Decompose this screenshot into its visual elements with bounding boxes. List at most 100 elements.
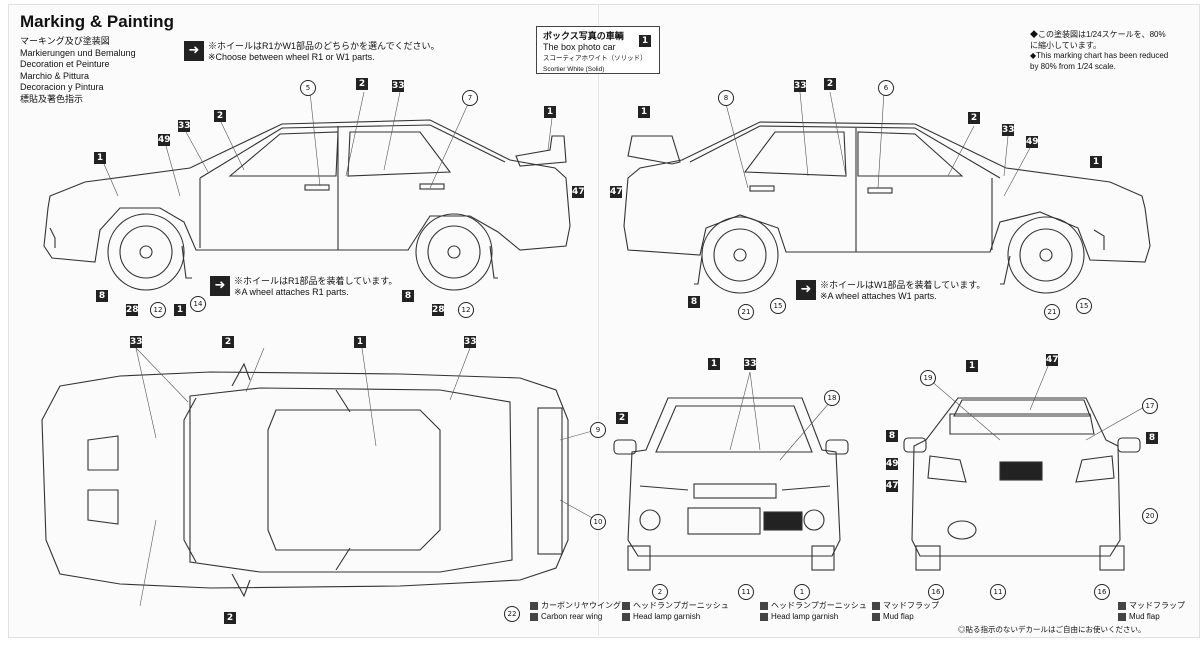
legend-mudflap: マッドフラップ Mud flap <box>872 600 939 622</box>
part-box: 1 <box>354 336 366 348</box>
arrow-icon: ➜ <box>184 41 204 61</box>
subtitle-es: Decoracion y Pintura <box>20 82 104 92</box>
part-box: 49 <box>158 134 171 146</box>
page-title: Marking & Painting <box>20 12 174 31</box>
mudflap2-en: Mud flap <box>1129 612 1160 621</box>
part-box: 33 <box>178 120 191 132</box>
part-circle: 10 <box>590 514 606 530</box>
part-box: 47 <box>886 480 899 492</box>
part-circle: 17 <box>1142 398 1158 414</box>
scale-note-line: ◆この塗装図は1/24スケールを、80% <box>1030 30 1166 39</box>
part-box: 8 <box>96 290 108 302</box>
part-circle: 5 <box>300 80 316 96</box>
part-circle: 21 <box>738 304 754 320</box>
part-box: 1 <box>544 106 556 118</box>
r1-note-en: ※A wheel attaches R1 parts. <box>234 287 349 297</box>
box-photo-number: 1 <box>639 35 651 47</box>
swatch-icon <box>872 601 880 610</box>
part-circle: 1 <box>794 584 810 600</box>
mudflap-jp: マッドフラップ <box>883 601 939 610</box>
subtitle-cn: 標貼及著色指示 <box>20 93 84 104</box>
swatch-icon <box>1118 612 1126 621</box>
part-box: 2 <box>616 412 628 424</box>
subtitle-list: マーキング及び塗装図 Markierungen und Bemalung Dec… <box>20 36 136 105</box>
swatch-icon <box>760 601 768 610</box>
part-box: 2 <box>356 78 368 90</box>
part-box: 1 <box>174 304 186 316</box>
box-photo-color-jp: スコーティアホワイト（ソリッド） <box>543 55 647 62</box>
part-circle: 22 <box>504 606 520 622</box>
part-circle: 19 <box>920 370 936 386</box>
side-view-right <box>623 121 1151 294</box>
carbon-en: Carbon rear wing <box>541 612 603 621</box>
scale-note-line: by 80% from 1/24 scale. <box>1030 61 1116 71</box>
scale-note: ◆この塗装図は1/24スケールを、80% に縮小しています。 ◆This mar… <box>1030 30 1168 72</box>
wheel-choice-note: ➜ ※ホイールはR1かW1部品のどちらかを選んでください。 ※Choose be… <box>184 41 440 63</box>
part-box: 8 <box>1146 432 1158 444</box>
swatch-icon <box>622 601 630 610</box>
page-crease <box>598 4 599 636</box>
headlamp2-en: Head lamp garnish <box>771 612 839 621</box>
r1-note-jp: ※ホイールはR1部品を装着しています。 <box>234 276 398 286</box>
part-box: 33 <box>794 80 807 92</box>
side-view-left <box>43 119 571 291</box>
arrow-icon: ➜ <box>210 276 230 296</box>
front-view <box>613 397 849 571</box>
box-photo-label: ボックス写真の車輌 The box photo car スコーティアホワイト（ソ… <box>536 26 660 74</box>
legend-mudflap-2: マッドフラップ Mud flap <box>1118 600 1185 622</box>
part-box: 33 <box>1002 124 1015 136</box>
headlamp-en: Head lamp garnish <box>633 612 701 621</box>
box-photo-en: The box photo car <box>543 42 616 52</box>
swatch-icon <box>872 612 880 621</box>
legend-headlamp-2: ヘッドランプガーニッシュ Head lamp garnish <box>760 600 867 622</box>
part-box: 33 <box>392 80 405 92</box>
part-box: 2 <box>222 336 234 348</box>
paper <box>8 4 1200 638</box>
part-box: 49 <box>1026 136 1039 148</box>
part-circle: 9 <box>590 422 606 438</box>
swatch-icon <box>760 612 768 621</box>
part-box: 28 <box>126 304 139 316</box>
part-circle: 11 <box>990 584 1006 600</box>
footer-note: ◎貼る指示のないデカールはご自由にお使いください。 <box>958 625 1146 634</box>
swatch-icon <box>1118 601 1126 610</box>
part-circle: 21 <box>1044 304 1060 320</box>
carbon-jp: カーボンリヤウイング <box>541 601 621 610</box>
part-box: 8 <box>886 430 898 442</box>
part-box: 2 <box>824 78 836 90</box>
part-box: 33 <box>464 336 477 348</box>
part-box: 1 <box>708 358 720 370</box>
part-circle: 2 <box>652 584 668 600</box>
mudflap2-jp: マッドフラップ <box>1129 601 1185 610</box>
part-box: 2 <box>214 110 226 122</box>
part-circle: 6 <box>878 80 894 96</box>
part-circle: 16 <box>928 584 944 600</box>
rear-view <box>903 397 1141 571</box>
swatch-icon <box>530 612 538 621</box>
headlamp2-jp: ヘッドランプガーニッシュ <box>771 601 867 610</box>
scale-note-line: に縮小しています。 <box>1030 40 1101 50</box>
part-circle: 16 <box>1094 584 1110 600</box>
subtitle-jp: マーキング及び塗装図 <box>20 36 110 46</box>
part-circle: 15 <box>1076 298 1092 314</box>
part-circle: 7 <box>462 90 478 106</box>
part-circle: 11 <box>738 584 754 600</box>
part-circle: 8 <box>718 90 734 106</box>
arrow-icon: ➜ <box>796 280 816 300</box>
part-box: 33 <box>130 336 143 348</box>
part-box: 2 <box>968 112 980 124</box>
part-box: 47 <box>610 186 623 198</box>
top-view <box>41 362 569 598</box>
part-box: 1 <box>638 106 650 118</box>
scale-note-line: ◆This marking chart has been reduced <box>1030 51 1169 60</box>
part-box: 47 <box>572 186 585 198</box>
part-box: 2 <box>224 612 236 624</box>
w1-wheel-note: ➜ ※ホイールはW1部品を装着しています。 ※A wheel attaches … <box>796 280 985 302</box>
part-circle: 20 <box>1142 508 1158 524</box>
swatch-icon <box>622 612 630 621</box>
box-photo-color-en: Scortier White (Solid) <box>543 66 605 73</box>
legend-headlamp: ヘッドランプガーニッシュ Head lamp garnish <box>622 600 729 622</box>
subtitle-fr: Decoration et Peinture <box>20 59 110 69</box>
